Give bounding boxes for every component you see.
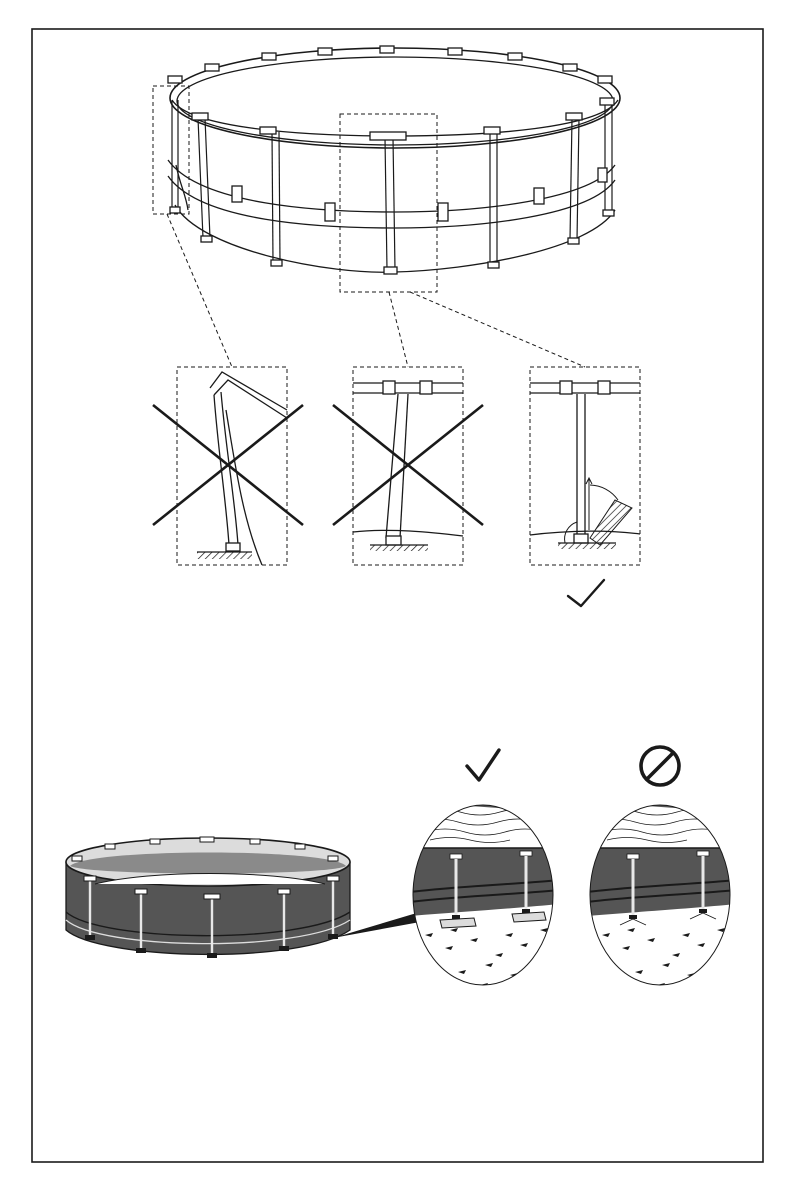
assembled-pool-illustration — [66, 837, 420, 958]
prohibited-icon — [641, 747, 679, 785]
cross-mark-icon — [333, 405, 483, 525]
checkmark-icon — [568, 580, 604, 606]
detail-leg-bent-outward — [177, 367, 287, 565]
detail-leg-vertical — [530, 367, 640, 565]
frame-pool-illustration — [168, 46, 620, 274]
checkmark-icon — [467, 750, 499, 780]
page-border — [32, 29, 763, 1162]
zoom-legs-on-ground — [587, 800, 737, 1000]
zoom-legs-on-boards — [410, 800, 560, 1000]
level-tool — [590, 500, 632, 545]
